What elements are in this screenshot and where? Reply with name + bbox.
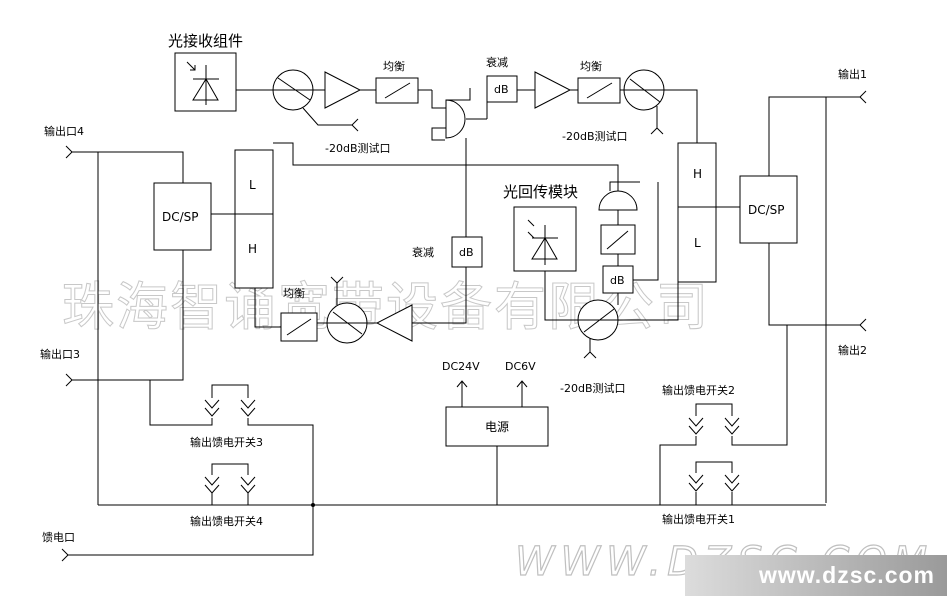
return-combiner <box>598 190 638 211</box>
diplexer-right <box>677 142 717 283</box>
output-2-label: 输出2 <box>838 343 867 357</box>
svg-text:dB: dB <box>610 274 625 287</box>
dc6v-label: DC6V <box>505 360 536 373</box>
optical-receiver <box>174 52 237 112</box>
test-port-2-label: -20dB测试口 <box>562 130 628 143</box>
output-3-port <box>65 373 73 387</box>
rx-splitter-2 <box>623 69 665 111</box>
junction-dot <box>311 503 315 507</box>
dcsp-left-label: DC/SP <box>162 210 199 224</box>
optical-rx-label: 光接收组件 <box>168 32 243 50</box>
eq-1-label: 均衡 <box>383 60 405 73</box>
test-port-3-label: -20dB测试口 <box>560 382 626 395</box>
equalizer-3 <box>280 312 318 342</box>
attenuator-top: dB <box>486 75 518 103</box>
amplifier-3 <box>375 304 413 342</box>
rx-splitter-1 <box>272 69 314 111</box>
diplexer-left-h: H <box>248 242 257 256</box>
test-port-2 <box>650 127 664 135</box>
dcsp-left <box>153 182 212 251</box>
test-port-1-label: -20dB测试口 <box>325 142 391 155</box>
return-splitter <box>577 299 619 341</box>
lower-splitter <box>326 302 368 344</box>
svg-text:dB: dB <box>494 83 509 96</box>
att-top-label: 衰减 <box>486 55 508 69</box>
svg-text:dB: dB <box>459 246 474 259</box>
equalizer-2 <box>577 77 621 104</box>
feed-switch-4 <box>204 463 256 505</box>
feed-switch-3-label: 输出馈电开关3 <box>190 435 263 449</box>
dcsp-right-label: DC/SP <box>748 203 785 217</box>
attenuator-return: dB <box>602 265 634 294</box>
output-4-label: 输出口4 <box>44 124 84 138</box>
feed-switch-2-label: 输出馈电开关2 <box>662 383 735 397</box>
eq-3-label: 均衡 <box>283 287 305 300</box>
test-port-3 <box>583 351 597 359</box>
power-supply <box>445 406 549 447</box>
eq-2-label: 均衡 <box>580 60 602 73</box>
diplexer-right-h: H <box>693 167 702 181</box>
equalizer-1 <box>375 77 419 104</box>
diplexer-left-l: L <box>249 178 256 192</box>
output-4-port <box>65 145 73 159</box>
feed-switch-1-label: 输出馈电开关1 <box>662 512 735 526</box>
feed-port-label: 馈电口 <box>42 531 75 544</box>
attenuator-left: dB <box>451 236 483 268</box>
feed-switch-3 <box>149 380 256 426</box>
test-port-1 <box>351 118 359 132</box>
dc6v-arrow <box>516 380 528 407</box>
equalizer-return <box>600 224 636 255</box>
feed-switch-1 <box>688 461 740 505</box>
combiner-top <box>445 99 466 139</box>
power-supply-label: 电源 <box>485 420 509 434</box>
return-module-label: 光回传模块 <box>503 183 578 201</box>
diplexer-right-l: L <box>694 236 701 250</box>
site-watermark-banner: www.dzsc.com <box>685 555 947 596</box>
output-2-port <box>859 318 867 332</box>
amplifier-2 <box>534 71 572 109</box>
att-left-label: 衰减 <box>412 245 434 259</box>
output-1-label: 输出1 <box>838 67 867 81</box>
feed-switch-4-label: 输出馈电开关4 <box>190 514 263 528</box>
diplexer-left <box>234 149 274 289</box>
feed-switch-2 <box>659 403 740 505</box>
output-1-port <box>859 90 867 104</box>
feed-port <box>61 548 69 562</box>
site-url: www.dzsc.com <box>758 562 935 588</box>
return-module <box>513 206 577 272</box>
test-port-4 <box>330 276 344 284</box>
output-3-label: 输出口3 <box>40 347 80 361</box>
dc24v-arrow <box>456 380 468 407</box>
dc24v-label: DC24V <box>442 360 480 373</box>
amplifier-1 <box>324 71 362 109</box>
